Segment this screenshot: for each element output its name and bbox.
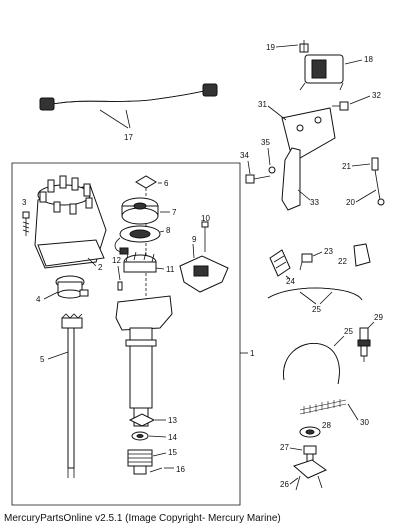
callout-15: 15	[168, 448, 177, 457]
callout-13: 13	[168, 416, 177, 425]
callout-25-upper: 25	[312, 305, 321, 314]
callout-29: 29	[374, 313, 383, 322]
switch-21	[371, 157, 385, 206]
callout-5: 5	[40, 355, 45, 364]
callout-25-lower: 25	[344, 327, 353, 336]
callout-9: 9	[192, 235, 197, 244]
bolt-32	[332, 101, 349, 111]
spark-plug-wire-lower	[283, 342, 340, 385]
callout-7: 7	[172, 208, 177, 217]
callout-33: 33	[310, 198, 319, 207]
callout-34: 34	[240, 151, 249, 160]
boot-spring	[299, 399, 347, 415]
callout-28: 28	[322, 421, 331, 430]
callout-1: 1	[250, 349, 255, 358]
callout-19: 19	[266, 43, 275, 52]
distributor-shaft	[61, 313, 83, 478]
callout-18: 18	[364, 55, 373, 64]
callout-22: 22	[338, 257, 347, 266]
relay-assembly	[299, 40, 344, 91]
spark-plug	[357, 327, 371, 362]
copyright-footer: MercuryPartsOnline v2.5.1 (Image Copyrig…	[4, 513, 281, 524]
connector-23	[299, 253, 313, 271]
callout-14: 14	[168, 433, 177, 442]
mounting-bracket	[281, 107, 336, 211]
spark-plug-wire-upper	[267, 287, 363, 305]
connector-22	[353, 243, 371, 267]
pole-piece	[123, 251, 157, 273]
callout-10: 10	[201, 214, 210, 223]
washer-13	[128, 413, 156, 427]
callout-20: 20	[346, 198, 355, 207]
bolt-34	[245, 166, 276, 184]
distributor-assembly-frame	[11, 162, 248, 506]
callout-6: 6	[164, 179, 169, 188]
pickup-coil	[114, 225, 161, 255]
rotor	[121, 197, 159, 225]
callout-8: 8	[166, 226, 171, 235]
callout-26: 26	[280, 480, 289, 489]
callout-21: 21	[342, 162, 351, 171]
roll-pin	[149, 467, 163, 473]
distributor-cap	[34, 175, 107, 269]
callout-32: 32	[372, 91, 381, 100]
clamp-26	[293, 459, 328, 491]
washer-14	[131, 431, 149, 441]
callout-27: 27	[280, 443, 289, 452]
retainer-clip	[135, 175, 157, 310]
wiring-harness	[39, 83, 218, 129]
callout-35: 35	[261, 138, 270, 147]
housing-bushing	[55, 275, 89, 299]
callout-3: 3	[22, 198, 27, 207]
callout-24: 24	[286, 277, 295, 286]
callout-31: 31	[258, 100, 267, 109]
callout-12: 12	[112, 256, 121, 265]
cap-screw	[22, 211, 30, 236]
callout-2: 2	[98, 263, 103, 272]
washer-28	[299, 426, 321, 438]
drive-gear	[127, 449, 153, 475]
callout-11: 11	[166, 265, 175, 274]
callout-16: 16	[176, 465, 185, 474]
callout-4: 4	[36, 295, 41, 304]
small-pin	[117, 281, 123, 291]
callout-23: 23	[324, 247, 333, 256]
callout-30: 30	[360, 418, 369, 427]
ignition-module	[179, 221, 229, 293]
clip-24	[269, 249, 291, 277]
distributor-housing	[115, 295, 173, 427]
callout-17: 17	[124, 133, 133, 142]
